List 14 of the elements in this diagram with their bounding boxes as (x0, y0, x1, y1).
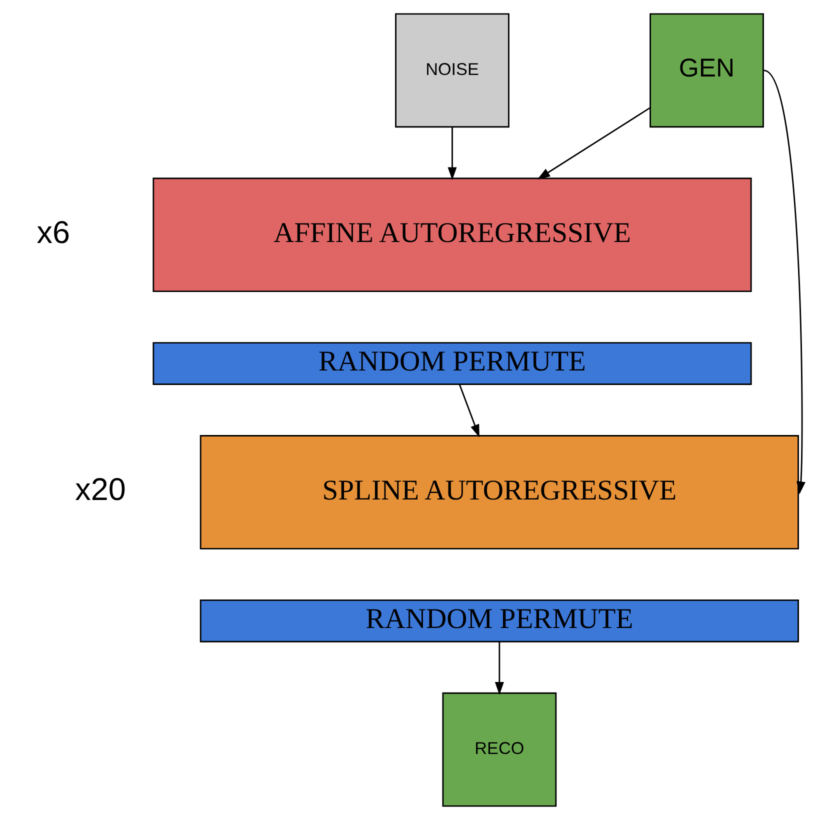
arrow (494, 642, 504, 695)
node-box: RECO (442, 692, 557, 807)
label: x6 (36, 214, 70, 250)
arrow (458, 384, 480, 438)
arrow (764, 70, 806, 494)
node-box: AFFINE AUTOREGRESSIVE (152, 178, 752, 292)
arrow (448, 127, 457, 180)
arrow (537, 107, 651, 180)
node-box: NOISE (395, 13, 510, 128)
node-box: SPLINE AUTOREGRESSIVE (200, 435, 799, 550)
label: x20 (75, 472, 126, 508)
node-box: RANDOM PERMUTE (200, 599, 799, 642)
node-box: GEN (650, 13, 764, 128)
node-box: RANDOM PERMUTE (152, 342, 752, 385)
